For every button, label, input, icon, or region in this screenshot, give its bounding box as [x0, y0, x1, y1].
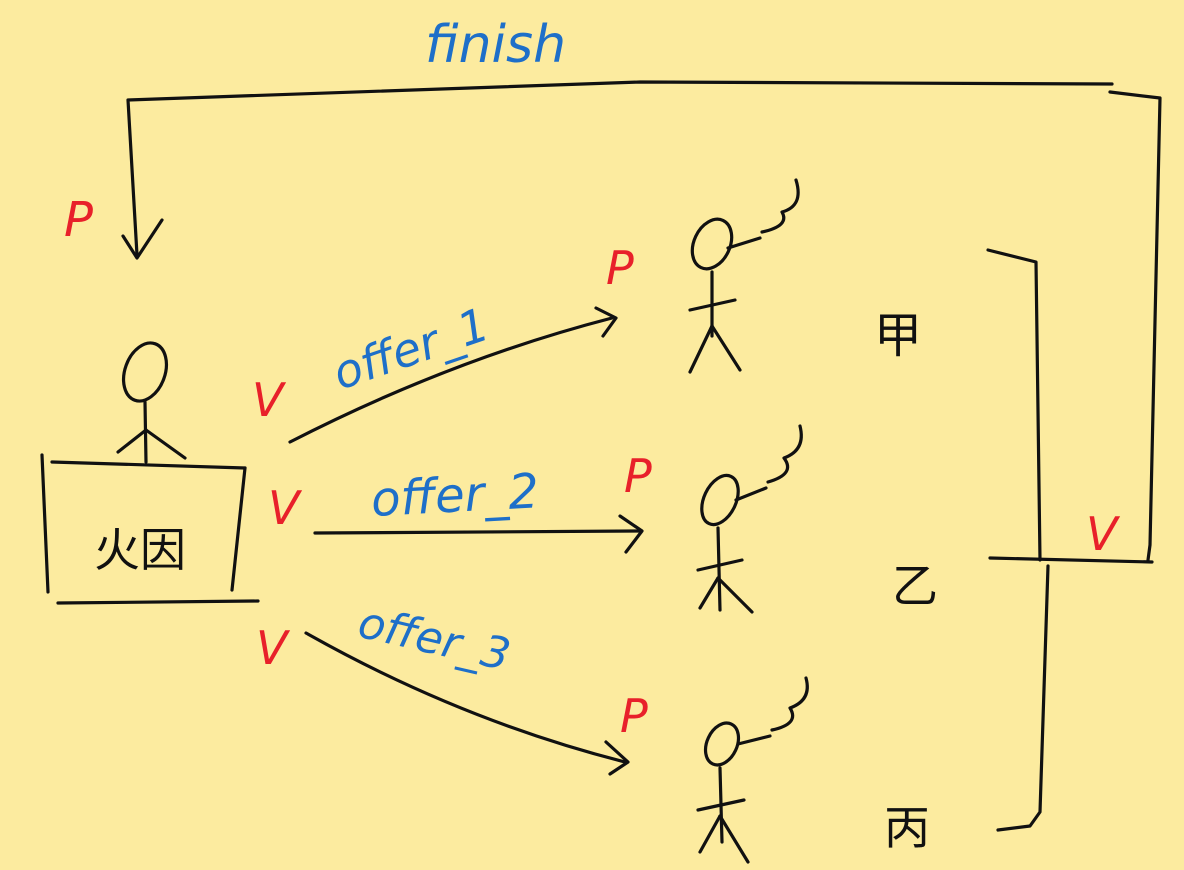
buyer-jia-label: 甲	[874, 308, 922, 364]
finish-loop-top	[126, 80, 1114, 257]
buyer-bing-leg-left	[698, 814, 722, 854]
buyer-yi-leg-right	[716, 576, 754, 614]
buyer-bing-squiggle	[770, 676, 809, 732]
bracket-upper	[986, 248, 1042, 562]
buyer-jia-squiggle	[760, 178, 800, 234]
offer-2-arrow-line	[313, 529, 642, 535]
buyer-yi-arms	[696, 558, 744, 572]
bracket-lower	[996, 564, 1050, 832]
buyer-bing-label: 丙	[884, 801, 930, 855]
desk-label: 火因	[94, 523, 186, 577]
desk-right-side	[230, 466, 247, 592]
buyer-yi-figure	[696, 424, 803, 614]
seller-figure	[116, 341, 187, 464]
offer-3-arrow-line	[304, 631, 627, 764]
buyer-yi-head	[700, 473, 740, 527]
buyer-bing-head	[703, 721, 741, 767]
seller-head	[121, 341, 169, 403]
offer-2-label: offer_2	[370, 463, 541, 528]
offer-1-arrow-line	[288, 316, 614, 444]
seller-arm-right	[144, 428, 187, 460]
seller-arm-left	[116, 428, 148, 454]
p-label-buyer-bing: P	[620, 689, 648, 743]
buyer-yi-label: 乙	[892, 559, 938, 613]
buyer-yi-body	[716, 526, 722, 612]
buyer-yi-neck	[734, 486, 768, 502]
offer-2-arrow-head	[618, 514, 644, 554]
v-label-offer-2: V	[268, 481, 303, 535]
buyer-jia-leg-left	[688, 324, 714, 374]
offer-3-label: offer_3	[354, 597, 515, 681]
buyer-jia-arms	[688, 298, 737, 312]
finish-label: finish	[425, 15, 566, 75]
p-label-buyer-jia: P	[606, 241, 634, 295]
offer-1-arrow-head	[594, 306, 618, 338]
v-label-offer-3: V	[256, 621, 291, 675]
desk	[40, 453, 260, 605]
buyer-yi-leg-left	[698, 576, 720, 610]
buyer-jia-head	[690, 217, 734, 271]
desk-top	[50, 460, 247, 470]
buyer-bing-arms	[696, 798, 746, 812]
finish-loop-right	[1108, 90, 1162, 562]
p-label-top: P	[64, 192, 93, 248]
finish-arrow-head	[121, 218, 164, 260]
p-label-buyer-yi: P	[624, 449, 652, 503]
desk-bottom	[56, 599, 260, 605]
offer-3-arrow-head	[604, 740, 630, 776]
buyer-bing-leg-right	[718, 814, 750, 864]
buyer-jia-figure	[688, 178, 800, 374]
buyer-bing-neck	[736, 734, 772, 746]
buyer-jia-neck	[726, 236, 762, 250]
buyer-yi-squiggle	[766, 424, 803, 484]
bracket-connector	[988, 556, 1154, 564]
buyer-bing-figure	[696, 676, 809, 864]
v-label-feedback: V	[1086, 507, 1121, 561]
desk-left-side	[40, 453, 50, 594]
buyer-jia-leg-right	[710, 324, 742, 372]
v-label-offer-1: V	[252, 373, 287, 427]
